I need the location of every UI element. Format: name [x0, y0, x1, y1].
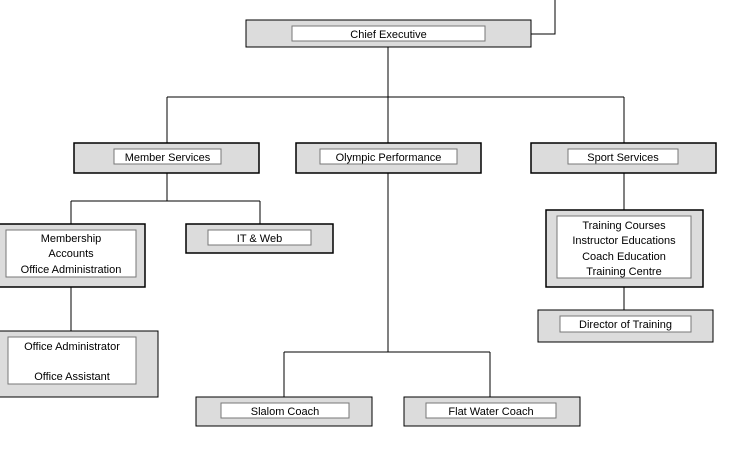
node-it-web: IT & Web — [185, 223, 334, 254]
node-membership-group: Membership Accounts Office Administratio… — [0, 223, 146, 288]
node-member-services: Member Services — [73, 142, 260, 174]
node-flat-water-coach: Flat Water Coach — [403, 396, 581, 427]
node-sport-services: Sport Services — [530, 142, 717, 174]
node-training-group: Training Courses Instructor Educations C… — [545, 209, 704, 288]
connector-lines — [70, 0, 625, 397]
node-olympic-performance: Olympic Performance — [295, 142, 482, 174]
label-membership: Membership — [41, 233, 102, 245]
label-office-administration: Office Administration — [21, 264, 122, 276]
node-office-staff: Office Administrator Office Assistant — [0, 330, 159, 398]
label-member-services: Member Services — [125, 152, 211, 164]
label-training-courses: Training Courses — [582, 220, 666, 232]
label-sport-services: Sport Services — [587, 152, 659, 164]
label-director-of-training: Director of Training — [579, 319, 672, 331]
node-director-of-training: Director of Training — [537, 309, 714, 343]
label-it-web: IT & Web — [237, 233, 282, 245]
label-chief-executive: Chief Executive — [350, 29, 426, 41]
label-slalom-coach: Slalom Coach — [251, 406, 319, 418]
label-olympic-performance: Olympic Performance — [336, 152, 442, 164]
label-instructor-educations: Instructor Educations — [572, 235, 676, 247]
label-training-centre: Training Centre — [586, 266, 661, 278]
label-flat-water-coach: Flat Water Coach — [448, 406, 533, 418]
label-accounts: Accounts — [48, 248, 94, 260]
label-office-assistant: Office Assistant — [34, 371, 110, 383]
node-chief-executive: Chief Executive — [245, 19, 532, 48]
node-slalom-coach: Slalom Coach — [195, 396, 373, 427]
label-office-administrator: Office Administrator — [24, 341, 120, 353]
label-coach-education: Coach Education — [582, 251, 666, 263]
